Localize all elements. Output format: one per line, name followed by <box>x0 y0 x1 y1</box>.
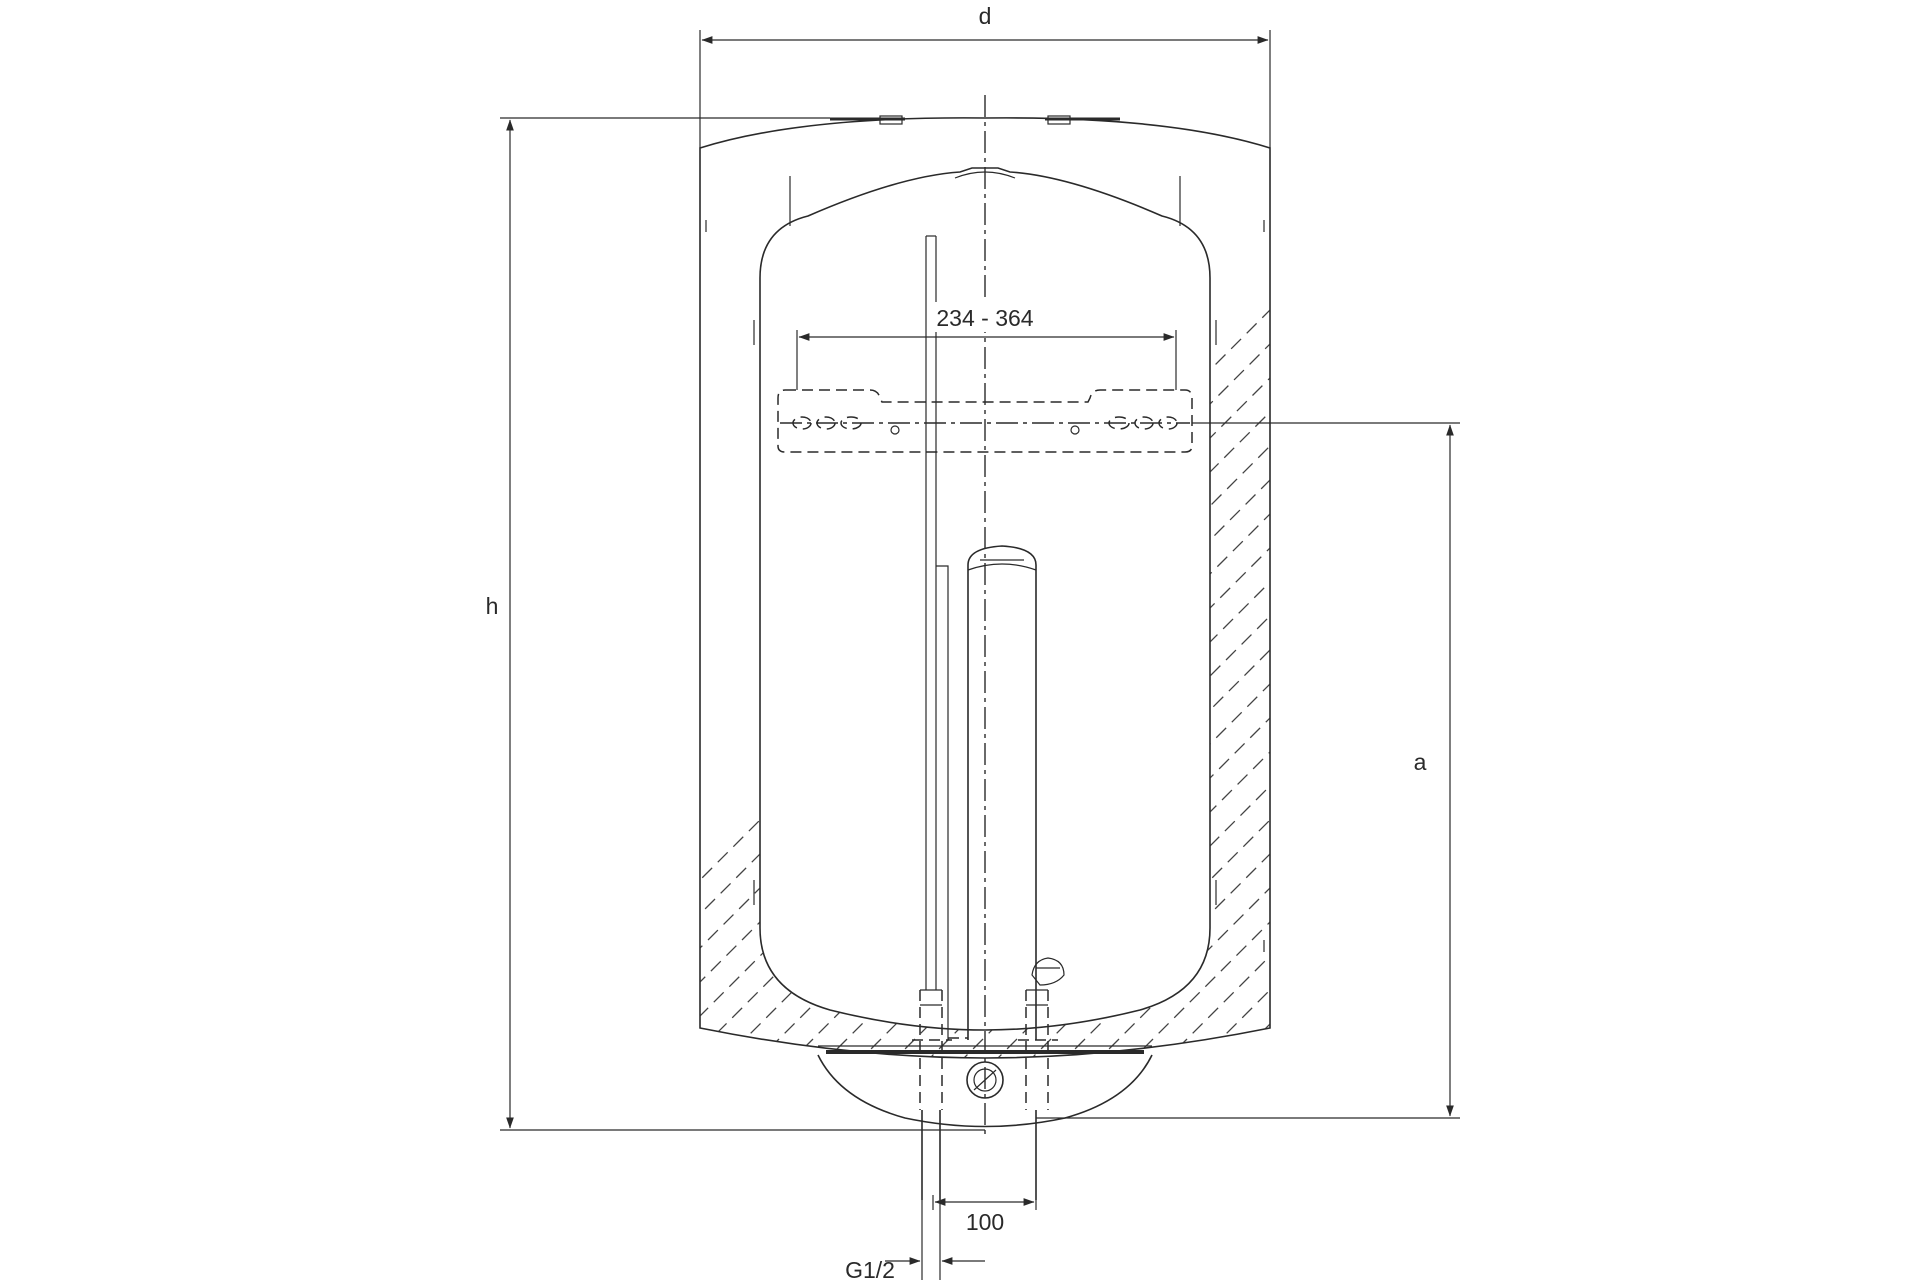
inner-tank <box>759 167 1211 1031</box>
hatch-line <box>1213 117 1270 1059</box>
hatch-line <box>839 117 1270 1059</box>
hatch-line <box>700 117 1270 1059</box>
hatch-line <box>1418 80 1920 1080</box>
hatch-line <box>771 117 1270 1059</box>
dimension-label-a: a <box>1414 749 1427 775</box>
hatch-line <box>700 117 1270 1059</box>
hatch-line <box>907 117 1270 1059</box>
hatch-line <box>1384 80 1920 1080</box>
hatch-line <box>805 117 1270 1059</box>
mounting-bracket <box>777 389 1193 453</box>
hatch-line <box>1452 80 1920 1080</box>
heating-element <box>967 545 1037 1040</box>
hatch-line <box>700 117 1270 1059</box>
hatch-line <box>975 117 1270 1059</box>
hatch-line <box>873 117 1270 1059</box>
hatch-line <box>1145 117 1270 1059</box>
hatch-line <box>1316 80 1920 1080</box>
dimension-label-thread: G1/2 <box>845 1257 895 1280</box>
dimension-bracket-span: 234 - 364 <box>796 302 1177 390</box>
hot-cold-connections <box>912 989 1058 1200</box>
dimension-d: d <box>699 3 1271 148</box>
anode-rod <box>936 565 949 1040</box>
top-fittings <box>830 115 1120 125</box>
tank-side-tabs <box>705 176 1265 952</box>
dimension-a: a <box>1036 422 1460 1119</box>
hatch-line <box>1111 117 1270 1059</box>
hatch-line <box>1043 117 1270 1059</box>
hatch-line <box>1486 80 1920 1080</box>
thermostat-sensor <box>1031 957 1065 986</box>
hatch-line <box>703 117 1270 1059</box>
dimension-label-bracket-span: 234 - 364 <box>936 305 1033 331</box>
hatch-line <box>700 117 1270 1059</box>
dimension-label-pipe-spacing: 100 <box>966 1209 1004 1235</box>
hatch-line <box>1554 80 1920 1080</box>
cold-inlet-pipe <box>925 235 937 990</box>
dimension-pipe-spacing: 100 <box>932 1195 1037 1235</box>
hatch-line <box>700 117 1270 1059</box>
hatch-line <box>700 117 1270 1059</box>
hatch-line <box>1350 80 1920 1080</box>
dimension-thread: G1/2 <box>845 1200 985 1280</box>
dimension-label-d: d <box>979 3 992 29</box>
hatch-line <box>1009 117 1270 1059</box>
dimension-label-h: h <box>486 593 499 619</box>
dimension-h: h <box>486 117 985 1131</box>
hatch-line <box>1282 80 1920 1080</box>
hatch-line <box>737 117 1270 1059</box>
hatch-line <box>941 117 1270 1059</box>
hatch-line <box>1077 117 1270 1059</box>
hatch-line <box>1179 117 1270 1059</box>
hatch-line <box>1247 117 1270 1059</box>
hatch-line <box>1520 80 1920 1080</box>
